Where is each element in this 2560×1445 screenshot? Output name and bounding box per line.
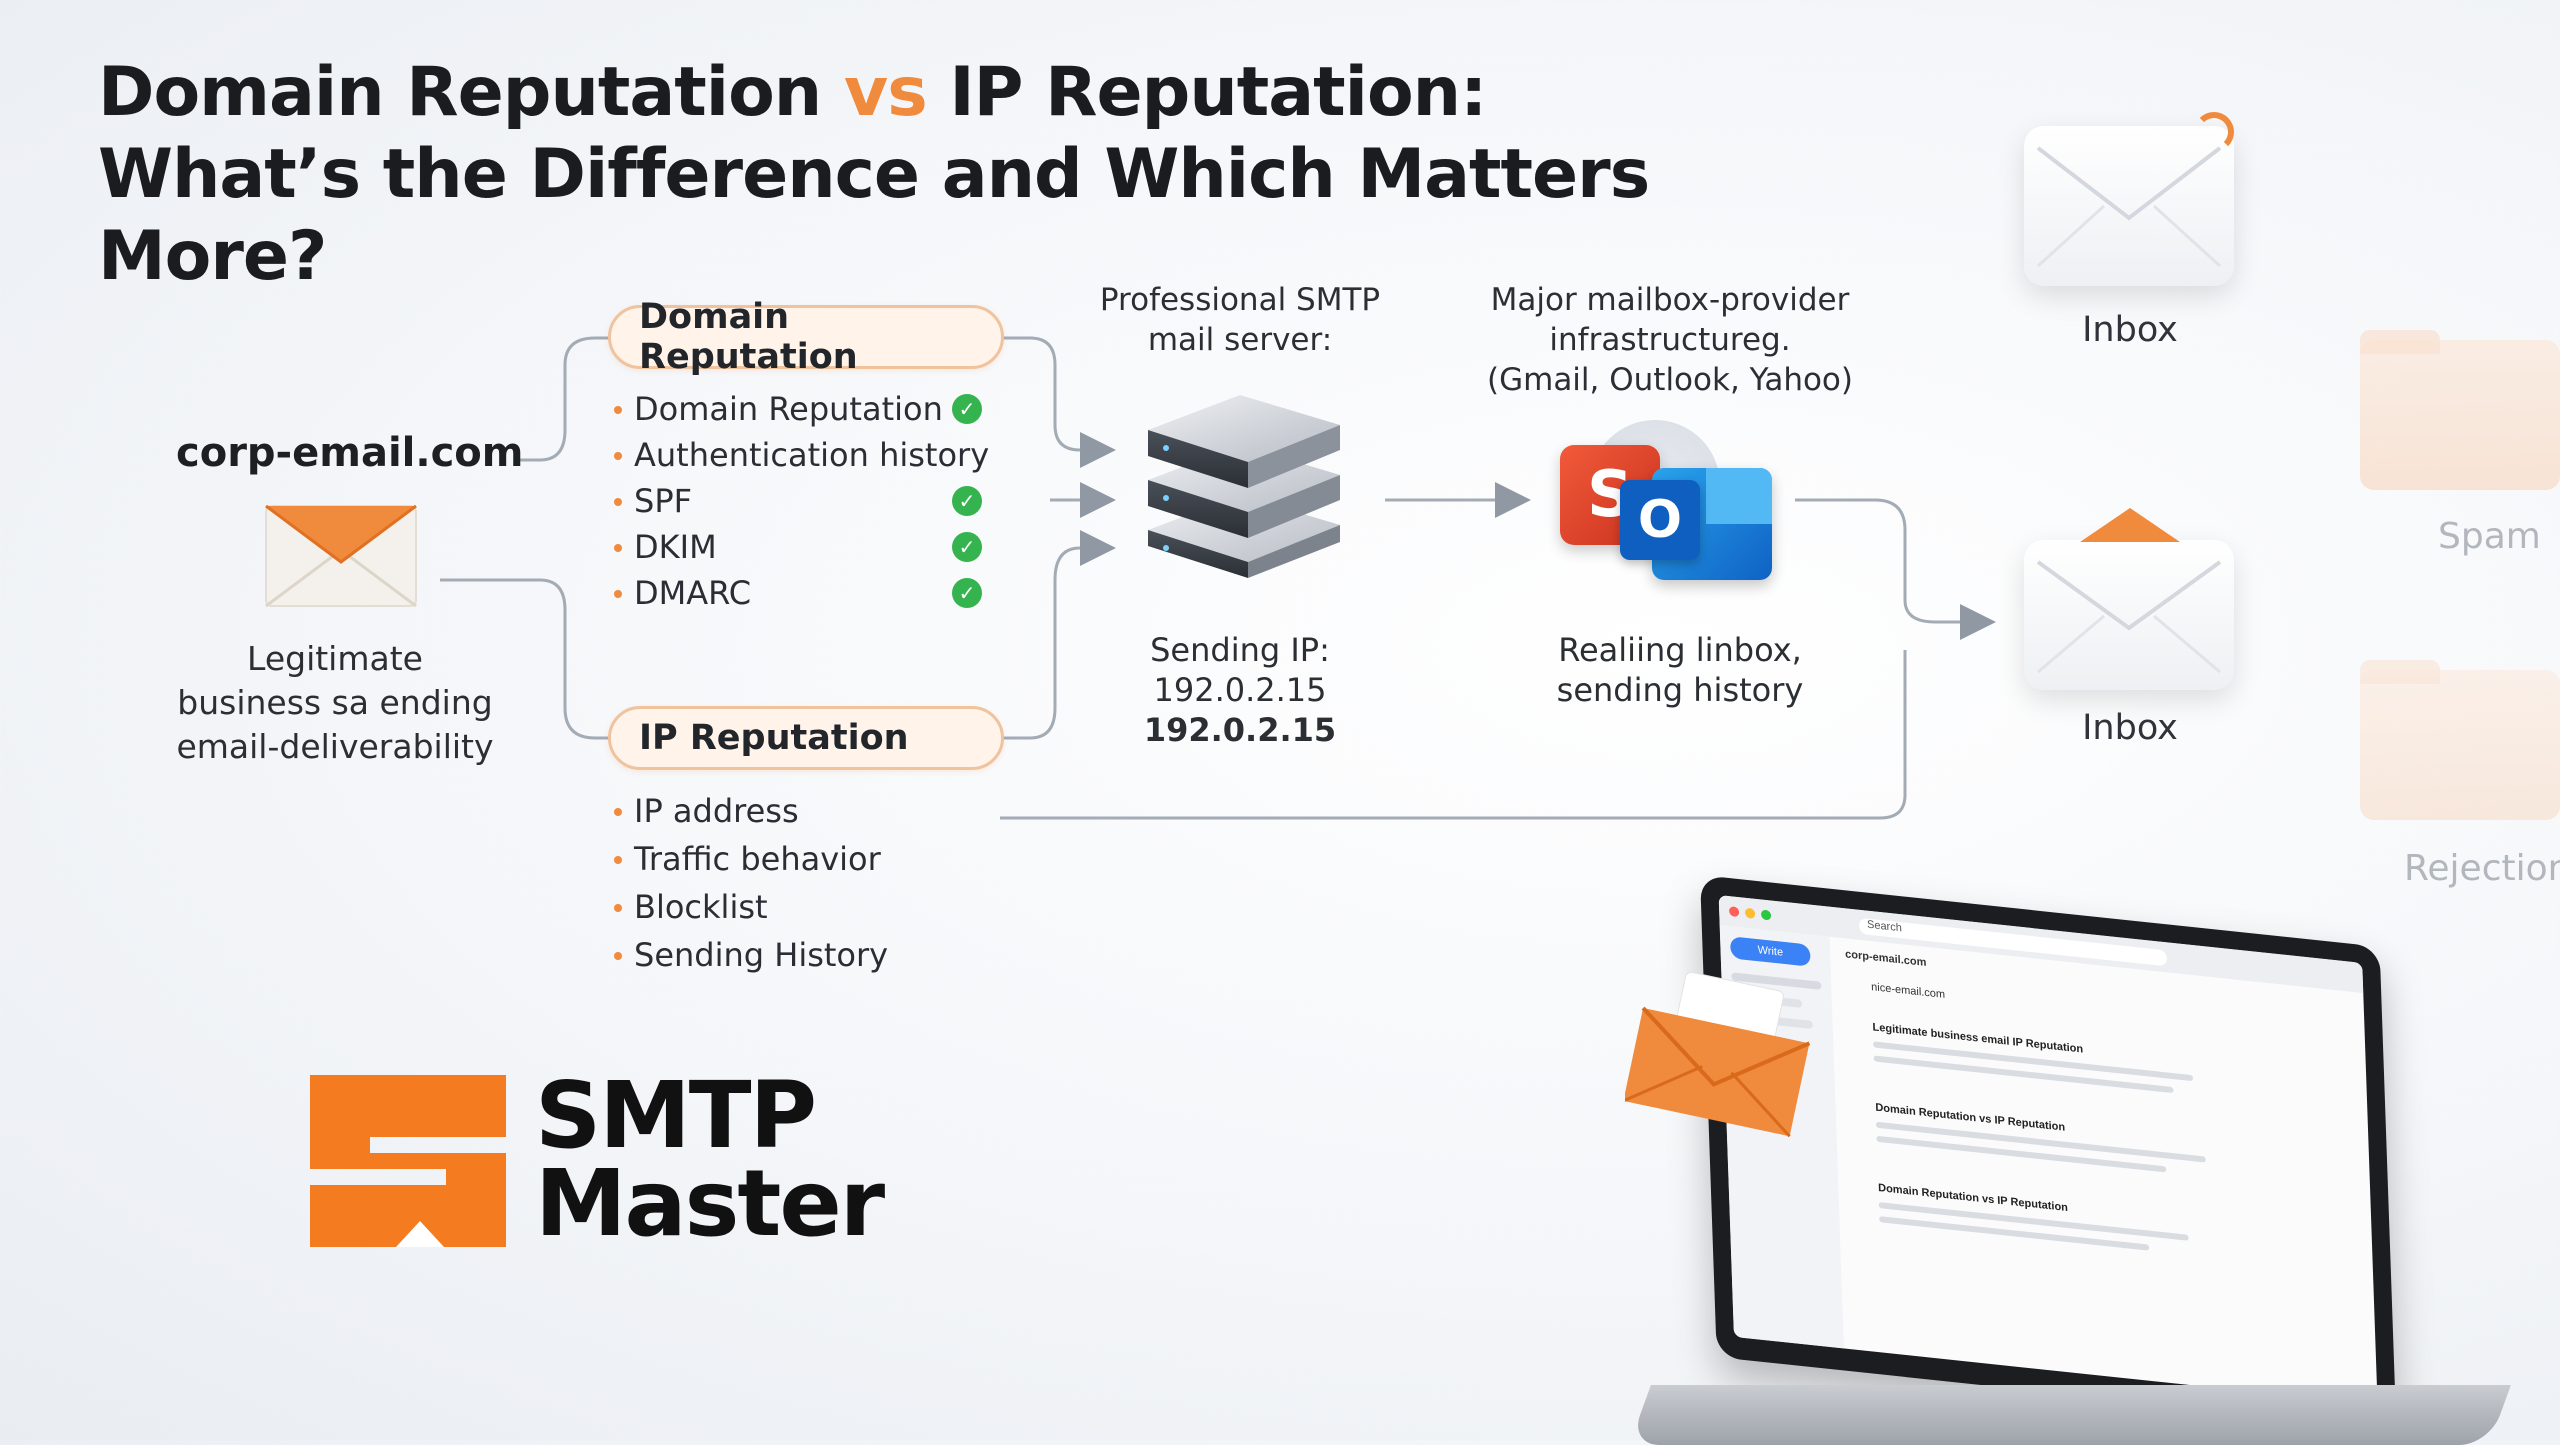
provider-caption-line: infrastructureg. <box>1549 322 1791 358</box>
server-stack-icon <box>1148 395 1340 578</box>
list-item-text: DMARC <box>634 574 752 612</box>
brand-name: SMTP Master <box>535 1062 885 1257</box>
list-item: Authentication history <box>612 432 1012 478</box>
rejection-folder-tab-icon <box>2360 660 2440 684</box>
rejection-folder-icon <box>2360 670 2560 820</box>
sending-ip-label: Sending IP: <box>1150 631 1330 669</box>
inbox-main-envelope-icon <box>2024 540 2234 690</box>
domain-reputation-pill: Domain Reputation <box>608 297 1004 377</box>
page-title: Domain Reputation vs IP Reputation: What… <box>98 52 1698 298</box>
inbox-main-label: Inbox <box>2082 708 2178 748</box>
sender-domain: corp-email.com <box>176 430 524 476</box>
envelope-flap-icon <box>2036 146 2222 268</box>
domain-reputation-label: Domain Reputation <box>639 297 858 377</box>
check-icon: ✓ <box>952 578 982 608</box>
list-item-text: Sending History <box>634 936 889 974</box>
window-minimize-icon <box>1744 907 1756 919</box>
title-vs: vs <box>843 53 928 132</box>
list-item-text: Authentication history <box>634 436 990 474</box>
ip-reputation-pill: IP Reputation <box>608 706 1004 770</box>
provider-description: Realiing linbox, sending history <box>1480 630 1880 710</box>
sending-ip-value: 192.0.2.15 <box>1153 671 1327 709</box>
sender-envelope-icon <box>265 504 417 608</box>
list-item-text: SPF <box>634 482 693 520</box>
title-line-2: What’s the Difference and Which Matters <box>98 135 1650 214</box>
compose-button[interactable]: Write <box>1730 936 1811 967</box>
server-caption: Professional SMTP mail server: <box>1070 280 1410 360</box>
inbox-letter-peak-icon <box>2080 508 2180 542</box>
list-item: SPF ✓ <box>612 478 1012 524</box>
title-part-ip: IP Reputation: <box>926 53 1487 132</box>
floating-envelope-icon <box>1625 971 1811 1138</box>
list-item: Domain Reputation ✓ <box>612 386 1012 432</box>
outlook-panel <box>1706 468 1772 524</box>
window-close-icon <box>1728 906 1740 918</box>
brand-line-2: Master <box>535 1150 885 1257</box>
server-ip-block: Sending IP: 192.0.2.15 192.0.2.15 <box>1070 630 1410 750</box>
window-maximize-icon <box>1760 909 1772 921</box>
check-icon: ✓ <box>952 532 982 562</box>
check-icon: ✓ <box>952 394 982 424</box>
laptop-screen-bezel: Search Write corp-email.com nice-email.c… <box>1700 875 2397 1429</box>
laptop-screen: Search Write corp-email.com nice-email.c… <box>1718 894 2378 1405</box>
spam-folder-tab-icon <box>2360 330 2440 354</box>
laptop-base <box>1629 1385 2511 1445</box>
rejection-label: Rejection <box>2404 848 2560 889</box>
sender-description: Legitimate business sa ending email-deli… <box>150 637 520 769</box>
notification-dot <box>2194 112 2234 152</box>
spam-folder-icon <box>2360 340 2560 490</box>
check-icon: ✓ <box>952 486 982 516</box>
smtp-master-logo-icon <box>310 1075 506 1247</box>
list-item: Sending History <box>612 932 1012 980</box>
mail-folder-title: corp-email.com <box>1844 948 1927 969</box>
outlook-o-icon: O <box>1620 480 1700 560</box>
title-part-domain: Domain Reputation <box>98 53 844 132</box>
provider-caption: Major mailbox-provider infrastructureg. … <box>1440 280 1900 400</box>
provider-desc-line: Realiing linbox, <box>1558 631 1802 669</box>
sender-desc-line: business sa ending <box>177 683 493 722</box>
list-item-text: Domain Reputation <box>634 390 943 428</box>
provider-caption-line: Major mailbox-provider <box>1490 282 1850 318</box>
provider-desc-line: sending history <box>1556 671 1804 709</box>
provider-caption-line: (Gmail, Outlook, Yahoo) <box>1487 362 1853 398</box>
provider-logos: S O <box>1560 420 1790 600</box>
envelope-flap-icon <box>2036 560 2222 674</box>
outlook-o-letter: O <box>1637 490 1683 550</box>
title-line-3: More? <box>98 217 327 296</box>
server-caption-line: Professional SMTP <box>1099 282 1381 318</box>
laptop-illustration: Search Write corp-email.com nice-email.c… <box>1629 875 2511 1445</box>
brand-line-1: SMTP <box>535 1062 817 1169</box>
list-item-text: Blocklist <box>634 888 768 926</box>
list-item: Blocklist <box>612 884 1012 932</box>
list-item-text: IP address <box>634 792 799 830</box>
spam-label: Spam <box>2438 516 2541 557</box>
mail-sender: nice-email.com <box>1870 981 1946 1001</box>
list-item: DMARC ✓ <box>612 570 1012 616</box>
server-caption-line: mail server: <box>1147 322 1333 358</box>
list-item-text: Traffic behavior <box>634 840 881 878</box>
list-item: Traffic behavior <box>612 836 1012 884</box>
list-item-text: DKIM <box>634 528 717 566</box>
inbox-envelope-icon <box>2024 112 2234 286</box>
list-item: DKIM ✓ <box>612 524 1012 570</box>
list-item: IP address <box>612 788 1012 836</box>
sender-desc-line: Legitimate <box>247 639 423 678</box>
sending-ip-value-bold: 192.0.2.15 <box>1143 711 1337 749</box>
ip-reputation-list: IP address Traffic behavior Blocklist Se… <box>612 788 1012 980</box>
sender-desc-line: email-deliverability <box>176 727 494 766</box>
ip-reputation-label: IP Reputation <box>639 718 909 758</box>
inbox-top-label: Inbox <box>2082 310 2178 350</box>
domain-reputation-list: Domain Reputation ✓ Authentication histor… <box>612 386 1012 616</box>
